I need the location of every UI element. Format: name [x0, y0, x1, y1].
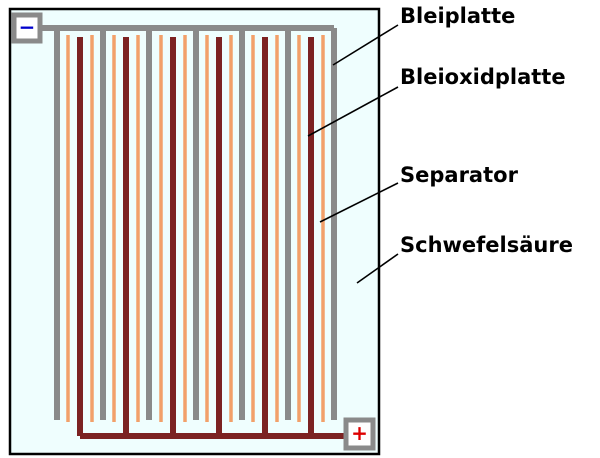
label-lead-plate: Bleiplatte [400, 4, 516, 28]
lead-oxide-plates [77, 37, 346, 439]
label-sulfuric-acid: Schwefelsäure [400, 233, 573, 257]
negative-terminal [11, 12, 43, 44]
pointer-line-lead-plate [332, 24, 399, 66]
positive-terminal-symbol: + [351, 421, 368, 445]
positive-terminal [343, 417, 376, 451]
label-separator: Separator [400, 163, 518, 187]
lead-plates [40, 25, 337, 420]
separators [66, 35, 325, 422]
pointer-line-separator [319, 182, 399, 223]
label-lead-oxide-plate: Bleioxidplatte [400, 65, 566, 89]
negative-terminal-symbol: − [18, 15, 36, 39]
pointer-line-lead-oxide-plate [307, 86, 399, 137]
pointer-line-sulfuric-acid [356, 253, 399, 284]
